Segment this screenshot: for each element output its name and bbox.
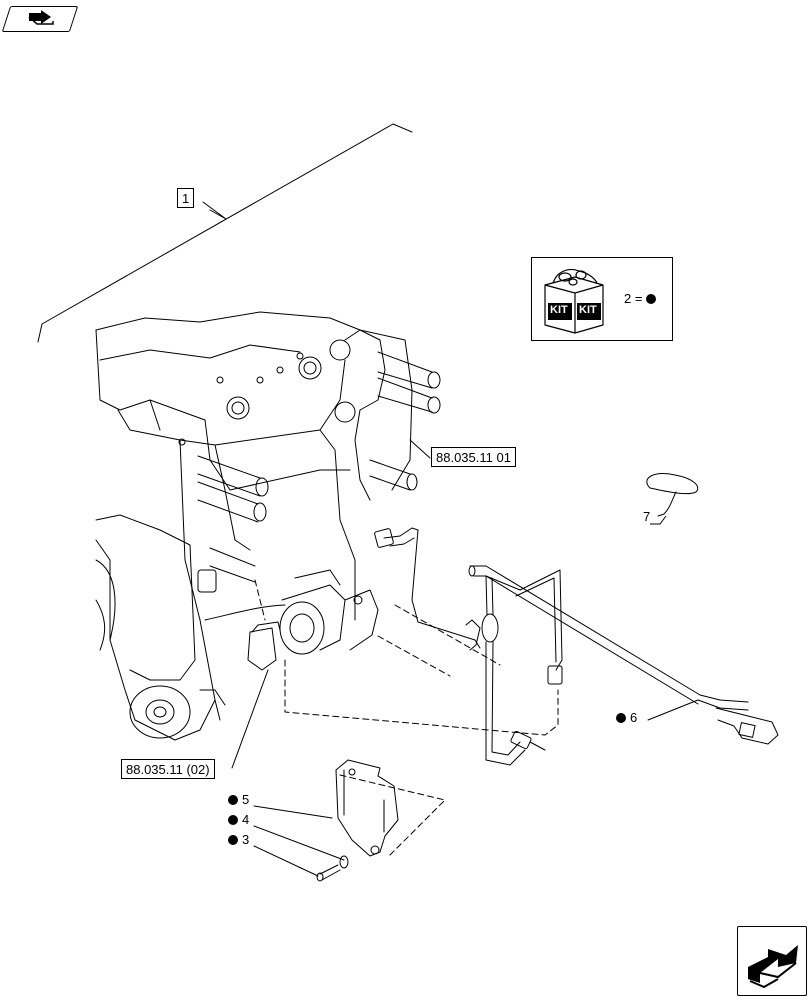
screw-drawing: [316, 864, 341, 882]
tyre-drawing: [95, 514, 226, 741]
kit-legend-equals: 2 =: [624, 291, 643, 306]
kit-legend-dot-icon: [646, 293, 657, 304]
sensor-mount-drawing: [204, 569, 379, 671]
reference-label-88-035-11-01[interactable]: 88.035.11 01: [431, 447, 516, 467]
assembly-bracket-line: [37, 123, 413, 343]
item-7-label: 7: [643, 509, 651, 524]
item-1-label: 1: [177, 188, 195, 208]
item-7-leader: [650, 515, 667, 525]
kit-marker-dot-icon: [616, 712, 626, 723]
kit-word-right: KIT: [579, 304, 597, 316]
kit-legend-box: KIT KIT 2 =: [531, 257, 673, 341]
alignment-lines: [254, 579, 559, 856]
item-5-number: 5: [242, 792, 250, 807]
item-4-label: 4: [228, 813, 249, 826]
kit-marker-dot-icon: [228, 794, 238, 805]
kit-legend-text: 2 =: [624, 291, 657, 306]
item-6-number: 6: [630, 710, 638, 725]
page-forward-button[interactable]: [737, 926, 807, 996]
cable-tie-drawing: [646, 473, 699, 517]
item-6-label: 6: [616, 711, 637, 724]
reference-label-88-035-11-02[interactable]: 88.035.11 (02): [121, 759, 215, 779]
page-back-button[interactable]: [1, 6, 79, 32]
wiring-harness-drawing: [374, 527, 779, 766]
item-3-number: 3: [242, 832, 250, 847]
kit-box-icon: [544, 268, 604, 334]
item-3-label: 3: [228, 833, 249, 846]
cover-plate-drawing: [335, 759, 399, 857]
page-forward-icon: [748, 945, 798, 989]
rear-frame-drawing: [95, 311, 441, 721]
washer-drawing: [339, 855, 349, 869]
item-4-number: 4: [242, 812, 250, 827]
kit-marker-dot-icon: [228, 834, 238, 845]
leader-lines: [231, 439, 699, 877]
item-5-label: 5: [228, 793, 249, 806]
kit-marker-dot-icon: [228, 814, 238, 825]
kit-word-left: KIT: [550, 304, 568, 316]
page-back-icon: [28, 10, 54, 25]
